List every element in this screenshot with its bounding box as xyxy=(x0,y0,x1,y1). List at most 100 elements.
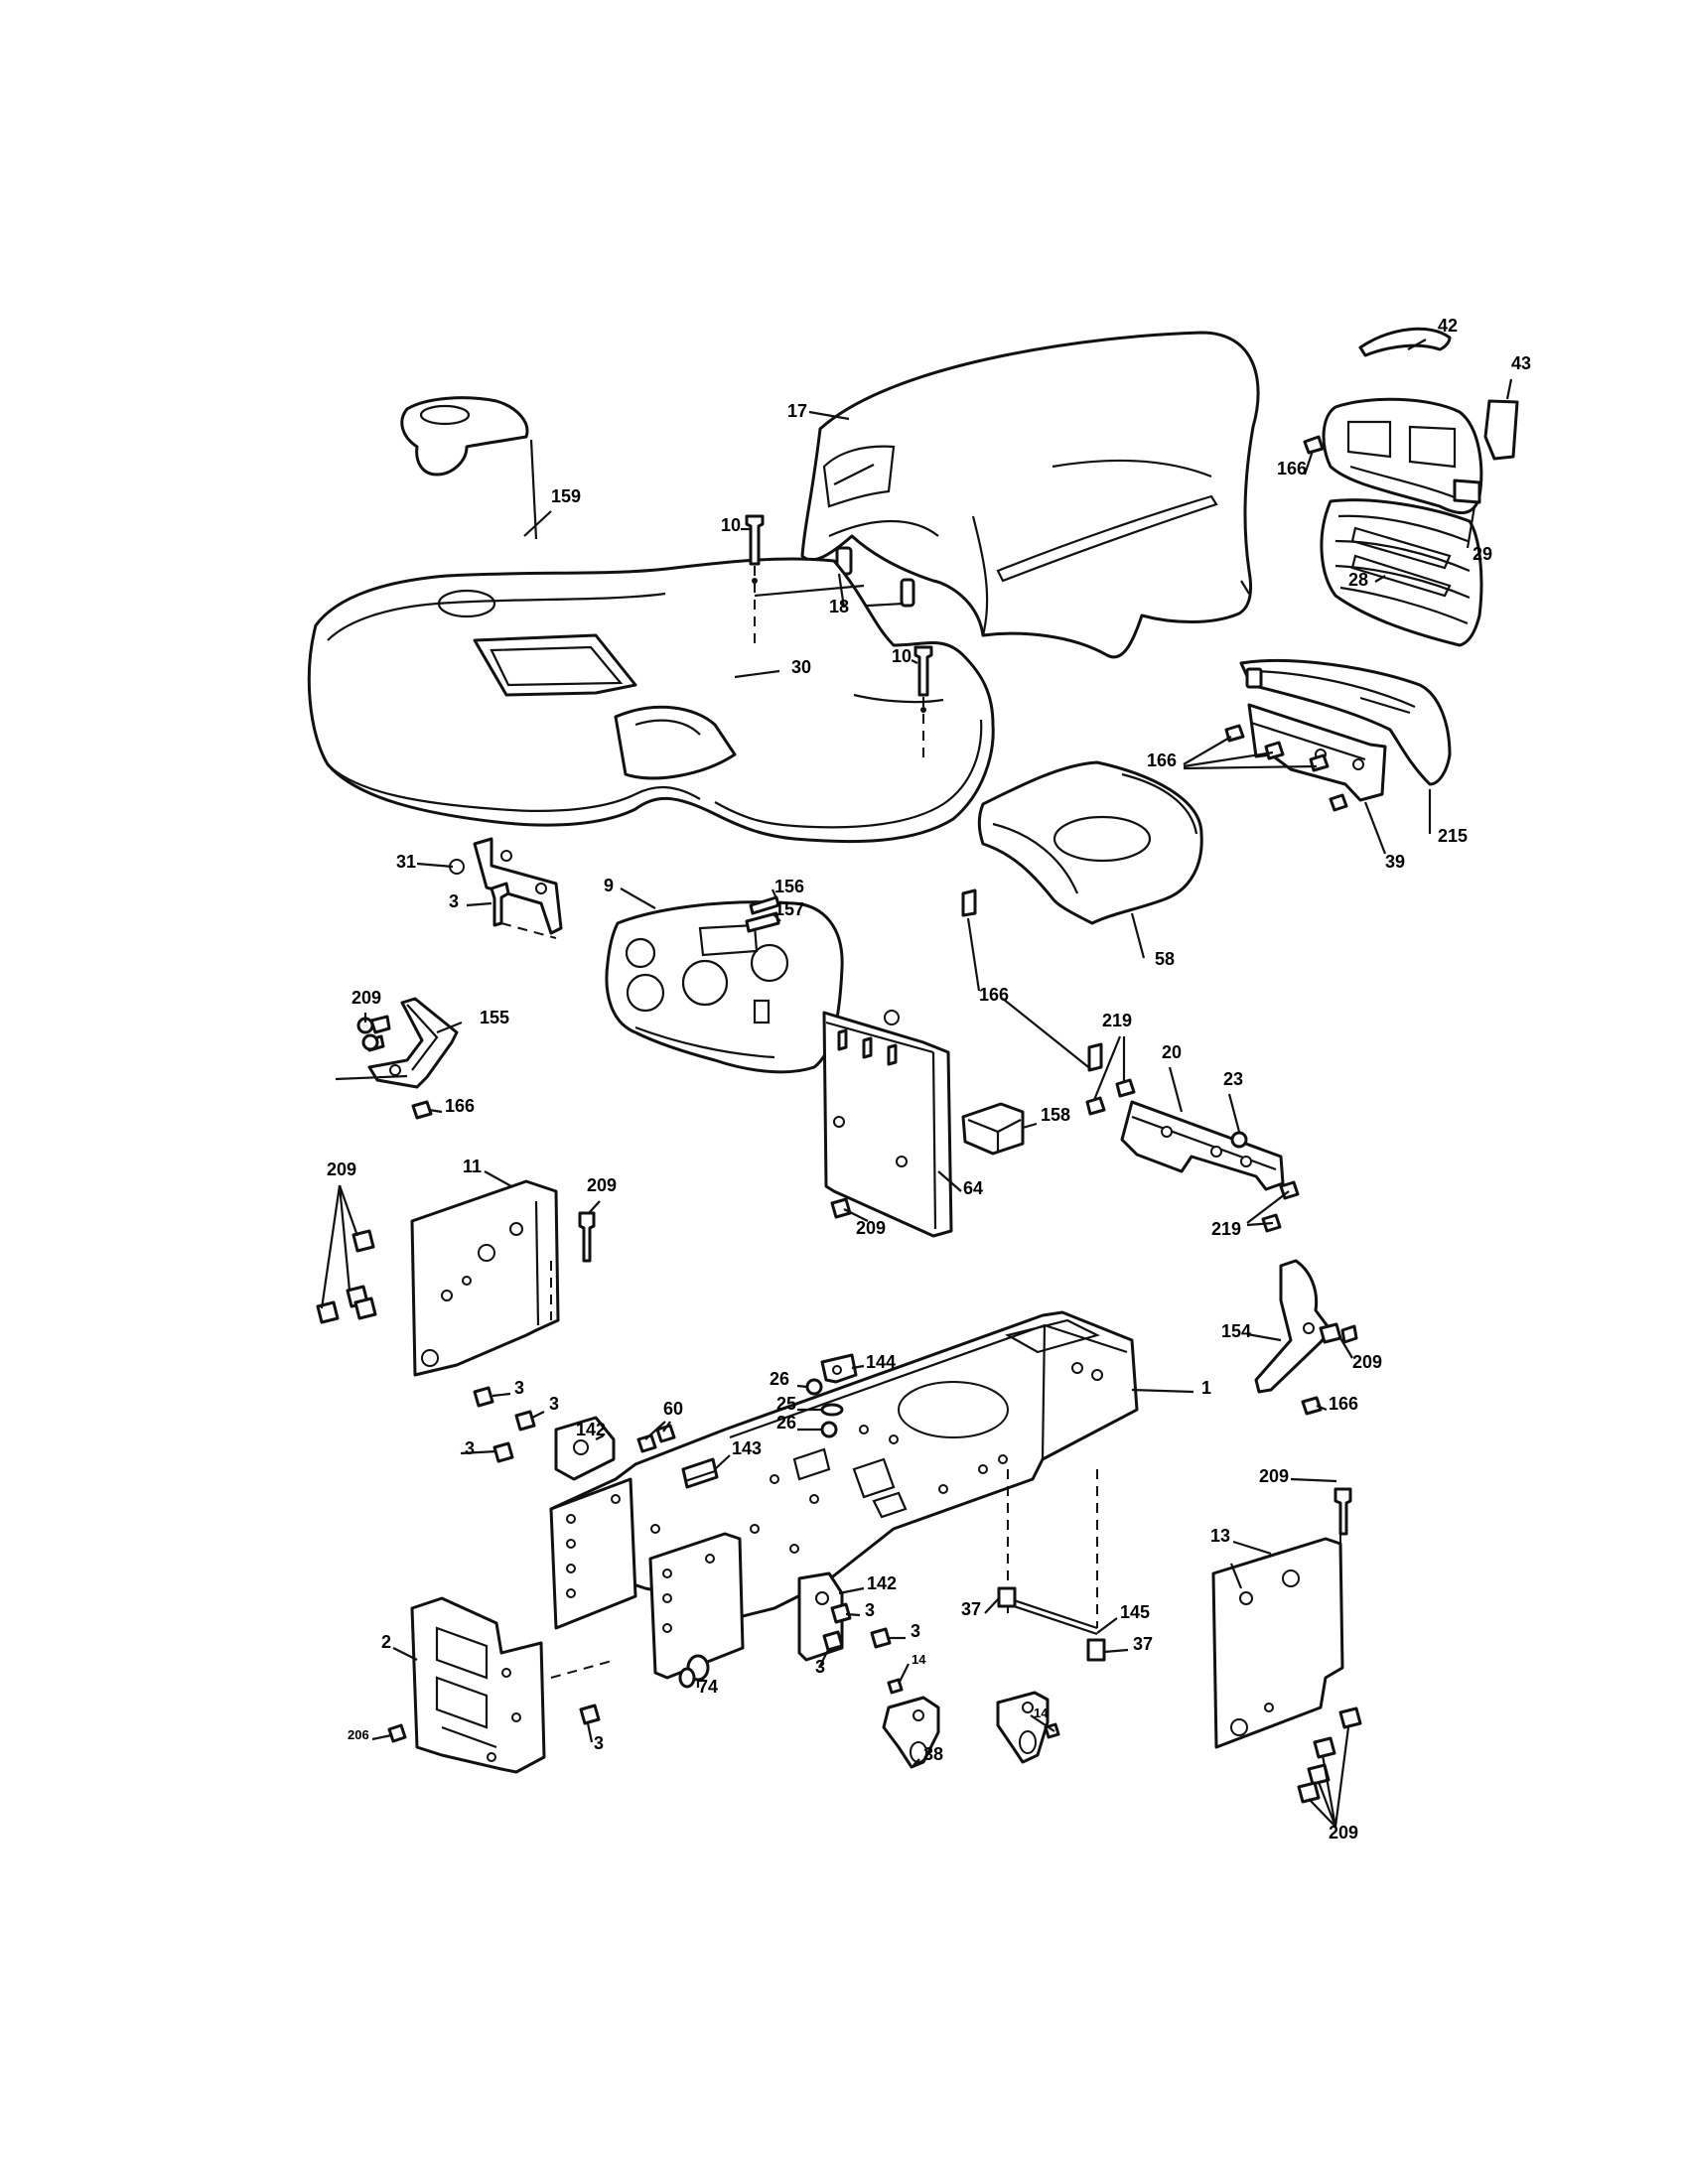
callout-31: 31 xyxy=(396,852,416,872)
callout-3: 3 xyxy=(815,1657,825,1677)
rod-part-145 xyxy=(1007,1596,1098,1636)
bracket-part-20 xyxy=(1120,1100,1285,1191)
callout-14: 14 xyxy=(912,1652,926,1667)
washer-part-26-lower xyxy=(820,1421,838,1438)
callout-10: 10 xyxy=(892,646,912,666)
callout-74: 74 xyxy=(698,1677,718,1697)
side-panel-part-13 xyxy=(1211,1499,1344,1749)
plate-part-2 xyxy=(410,1596,617,1774)
key-part-156 xyxy=(749,895,780,915)
callout-3: 3 xyxy=(549,1394,559,1414)
callout-219: 219 xyxy=(1102,1011,1132,1030)
callout-166: 166 xyxy=(1277,459,1307,478)
callout-23: 23 xyxy=(1223,1069,1243,1089)
callout-20: 20 xyxy=(1162,1042,1182,1062)
panel-part-64 xyxy=(822,1010,953,1238)
screw-part-166-group xyxy=(411,435,1348,1416)
bumper-part-215 xyxy=(1239,658,1452,786)
bracket-part-155 xyxy=(335,997,459,1089)
plate-part-left-frame xyxy=(549,1477,637,1630)
callout-18: 18 xyxy=(829,597,849,616)
bolt-part-10-lower xyxy=(913,645,933,764)
callout-64: 64 xyxy=(963,1178,983,1198)
dash-panel-part-9 xyxy=(605,900,844,1074)
callout-157: 157 xyxy=(774,899,804,919)
callout-209: 209 xyxy=(1329,1823,1358,1843)
callout-11: 11 xyxy=(463,1157,482,1176)
screw-part-3-group xyxy=(473,1386,892,1725)
callout-37: 37 xyxy=(961,1599,981,1619)
callout-166: 166 xyxy=(979,985,1009,1005)
callout-37: 37 xyxy=(1133,1634,1153,1654)
callout-29: 29 xyxy=(1473,544,1492,564)
bracket-part-144 xyxy=(820,1353,858,1384)
bracket-part-154 xyxy=(1254,1259,1358,1394)
callout-10: 10 xyxy=(721,515,741,535)
screw-part-209-group xyxy=(316,1017,1362,1804)
callout-209: 209 xyxy=(327,1160,356,1179)
callout-3: 3 xyxy=(865,1600,875,1620)
washer-part-26-upper xyxy=(805,1378,823,1396)
callout-38: 38 xyxy=(923,1744,943,1764)
callout-154: 154 xyxy=(1221,1321,1251,1341)
callout-43: 43 xyxy=(1511,353,1531,373)
callout-30: 30 xyxy=(791,657,811,677)
callout-58: 58 xyxy=(1155,949,1175,969)
callout-2: 2 xyxy=(381,1632,391,1652)
grille-part-42 xyxy=(1358,327,1452,357)
screw-part-206 xyxy=(387,1723,407,1743)
washer-part-25 xyxy=(820,1403,844,1417)
bolt-part-3 xyxy=(490,882,510,927)
callout-215: 215 xyxy=(1438,826,1468,846)
cup-holder-part-159 xyxy=(400,396,538,540)
callout-26: 26 xyxy=(770,1369,789,1389)
hood-part-17 xyxy=(800,331,1260,659)
side-panel-part-11 xyxy=(410,1179,560,1377)
callout-9: 9 xyxy=(604,876,614,895)
relay-part-158 xyxy=(961,1102,1025,1156)
bracket-part-38-right xyxy=(996,1691,1050,1764)
grille-part-28 xyxy=(1320,498,1483,647)
callout-209: 209 xyxy=(856,1218,886,1238)
callout-142: 142 xyxy=(867,1573,897,1593)
callout-209: 209 xyxy=(1352,1352,1382,1372)
plate-part-lower-frame xyxy=(648,1532,745,1680)
callout-3: 3 xyxy=(514,1378,524,1398)
callout-209: 209 xyxy=(587,1175,617,1195)
callout-166: 166 xyxy=(1147,751,1177,770)
callout-25: 25 xyxy=(776,1394,796,1414)
callout-159: 159 xyxy=(551,486,581,506)
callout-1: 1 xyxy=(1201,1378,1211,1398)
callout-3: 3 xyxy=(594,1733,604,1753)
callout-209: 209 xyxy=(1259,1466,1289,1486)
callout-26: 26 xyxy=(776,1413,796,1433)
callout-13: 13 xyxy=(1210,1526,1230,1546)
callout-206: 206 xyxy=(348,1727,369,1742)
callout-39: 39 xyxy=(1385,852,1405,872)
lens-part-43 xyxy=(1483,399,1519,461)
callout-3: 3 xyxy=(449,891,459,911)
bolt-part-37-upper xyxy=(997,1586,1017,1608)
callout-158: 158 xyxy=(1041,1105,1070,1125)
bracket-part-143 xyxy=(681,1457,719,1489)
callout-60: 60 xyxy=(663,1399,683,1419)
callout-17: 17 xyxy=(787,401,807,421)
callout-28: 28 xyxy=(1348,570,1368,590)
callout-219: 219 xyxy=(1211,1219,1241,1239)
bracket-part-38-left xyxy=(882,1696,940,1769)
callout-42: 42 xyxy=(1438,316,1458,336)
callout-166: 166 xyxy=(1329,1394,1358,1414)
callout-143: 143 xyxy=(732,1438,762,1458)
callout-145: 145 xyxy=(1120,1602,1150,1622)
fender-part-30 xyxy=(307,557,995,844)
callout-3: 3 xyxy=(911,1621,920,1641)
callout-3: 3 xyxy=(465,1438,475,1458)
callout-142: 142 xyxy=(576,1420,606,1439)
callout-156: 156 xyxy=(774,877,804,896)
bracket-part-142-left xyxy=(554,1416,616,1481)
bolt-part-37-lower xyxy=(1086,1638,1106,1662)
nut-part-23 xyxy=(1230,1131,1248,1149)
switch-part-157 xyxy=(745,911,780,933)
